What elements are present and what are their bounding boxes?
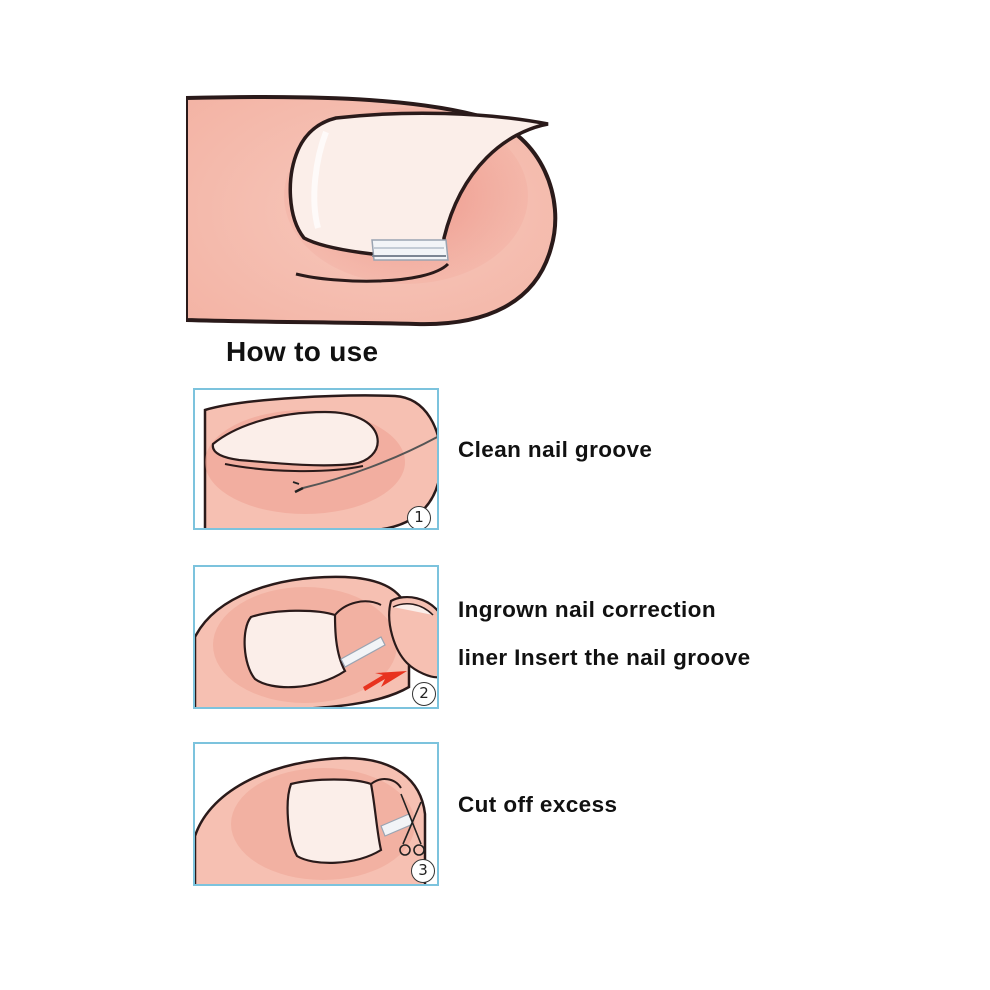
direction-arrow [363, 671, 407, 691]
step-3-number: 3 [411, 859, 435, 883]
toe-with-liner-illustration [186, 94, 558, 327]
step-2-number: 2 [412, 682, 436, 706]
step-3-panel: 3 [193, 742, 439, 886]
step-1-text: Clean nail groove [458, 437, 653, 462]
correction-liner [371, 239, 449, 261]
step-2-panel: 2 [193, 565, 439, 709]
insert-liner-illustration [195, 575, 437, 707]
step-3-text: Cut off excess [458, 792, 618, 817]
step-2-text-line-1: Ingrown nail correction [458, 597, 716, 622]
how-to-use-heading: How to use [226, 336, 379, 367]
step-1-panel: 1 [193, 388, 439, 530]
clean-groove-illustration [203, 394, 437, 528]
scissors-icon [399, 793, 425, 856]
step-2-text-line-2: liner Insert the nail groove [458, 645, 751, 670]
cut-excess-illustration [195, 756, 427, 884]
step-1-number: 1 [407, 506, 431, 528]
